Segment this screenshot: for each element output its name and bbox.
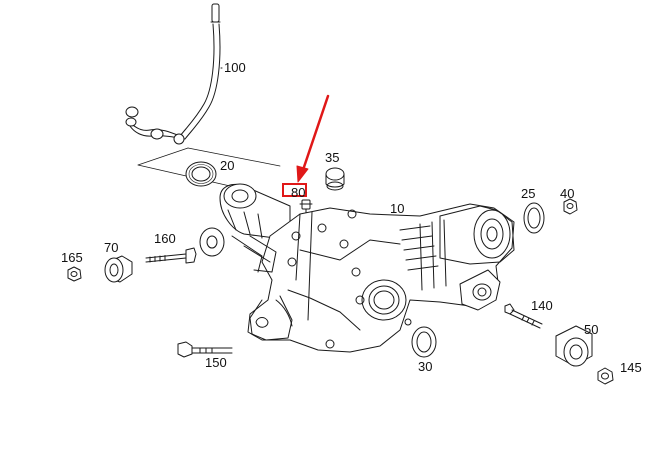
- callout-160: 160: [154, 231, 176, 246]
- part-20-seal-ring: [185, 161, 217, 187]
- part-100-breather-hose: [125, 3, 223, 145]
- assembly-plane: [137, 147, 281, 187]
- part-30-seal-ring: [411, 326, 437, 358]
- callout-80: 80: [291, 185, 306, 200]
- part-50-bushing: [555, 325, 593, 367]
- part-160-bolt: [145, 247, 197, 264]
- part-145-nut: [597, 367, 614, 385]
- highlight-box: [282, 183, 307, 197]
- callout-165: 165: [61, 250, 83, 265]
- part-25-seal-ring: [523, 202, 545, 234]
- annotation-arrow: [296, 94, 330, 183]
- part-165-nut: [67, 266, 82, 282]
- part-150-bolt: [177, 341, 233, 358]
- callout-50: 50: [584, 322, 599, 337]
- callout-150: 150: [205, 355, 227, 370]
- part-140-bolt: [504, 303, 543, 329]
- callout-40: 40: [560, 186, 575, 201]
- callout-140: 140: [531, 298, 553, 313]
- callout-70: 70: [104, 240, 119, 255]
- callout-145: 145: [620, 360, 642, 375]
- part-35-plug: [325, 167, 345, 191]
- part-70-bushing: [104, 255, 133, 283]
- callout-20: 20: [220, 158, 235, 173]
- part-10-differential-housing: [199, 183, 515, 353]
- callout-10: 10: [390, 201, 405, 216]
- callout-100: 100: [224, 60, 246, 75]
- callout-30: 30: [418, 359, 433, 374]
- callout-35: 35: [325, 150, 340, 165]
- callout-25: 25: [521, 186, 536, 201]
- part-40-nut: [563, 198, 578, 215]
